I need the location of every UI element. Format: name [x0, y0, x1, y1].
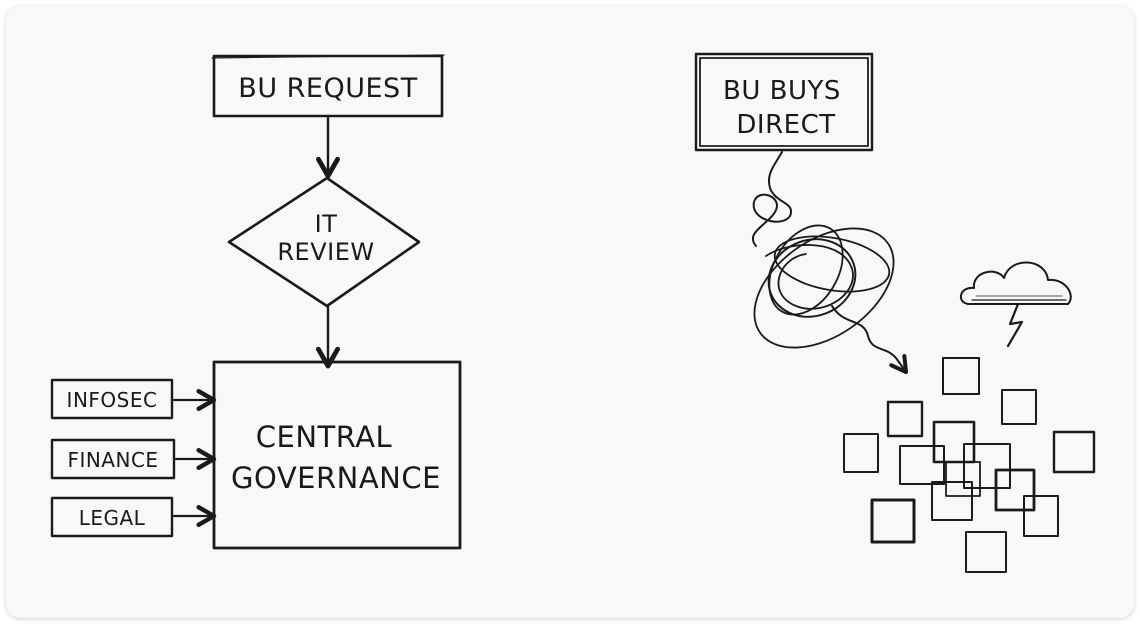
central-governance-node: CENTRAL GOVERNANCE [212, 360, 462, 550]
it-review-label-line2: REVIEW [277, 238, 374, 266]
it-review-label-line1: IT [315, 210, 338, 238]
tangled-path-scribble [752, 151, 908, 374]
input-legal-label: LEGAL [79, 506, 146, 530]
input-infosec-label: INFOSEC [67, 388, 158, 412]
input-legal: LEGAL [50, 496, 217, 538]
it-review-decision: IT REVIEW [227, 176, 421, 308]
central-label-line2: GOVERNANCE [231, 461, 441, 495]
lightning-icon [1006, 302, 1024, 348]
input-finance: FINANCE [50, 438, 217, 480]
input-finance-label: FINANCE [67, 448, 158, 472]
bu-buys-label-line1: BU BUYS [723, 76, 841, 106]
storm-cloud-icon [959, 261, 1072, 305]
bu-buys-label-line2: DIRECT [736, 110, 835, 140]
input-infosec: INFOSEC [50, 378, 217, 420]
bu-request-node: BU REQUEST [211, 54, 445, 118]
bu-buys-direct-node: BU BUYS DIRECT [694, 52, 874, 152]
diagram-card: BU REQUEST IT REVIEW CENTRAL GOVERNANCE … [6, 6, 1134, 618]
scattered-tools-cluster [843, 357, 1096, 573]
central-label-line1: CENTRAL [256, 420, 392, 454]
bu-request-label: BU REQUEST [238, 73, 417, 104]
diagram-canvas: BU REQUEST IT REVIEW CENTRAL GOVERNANCE … [50, 52, 1096, 573]
